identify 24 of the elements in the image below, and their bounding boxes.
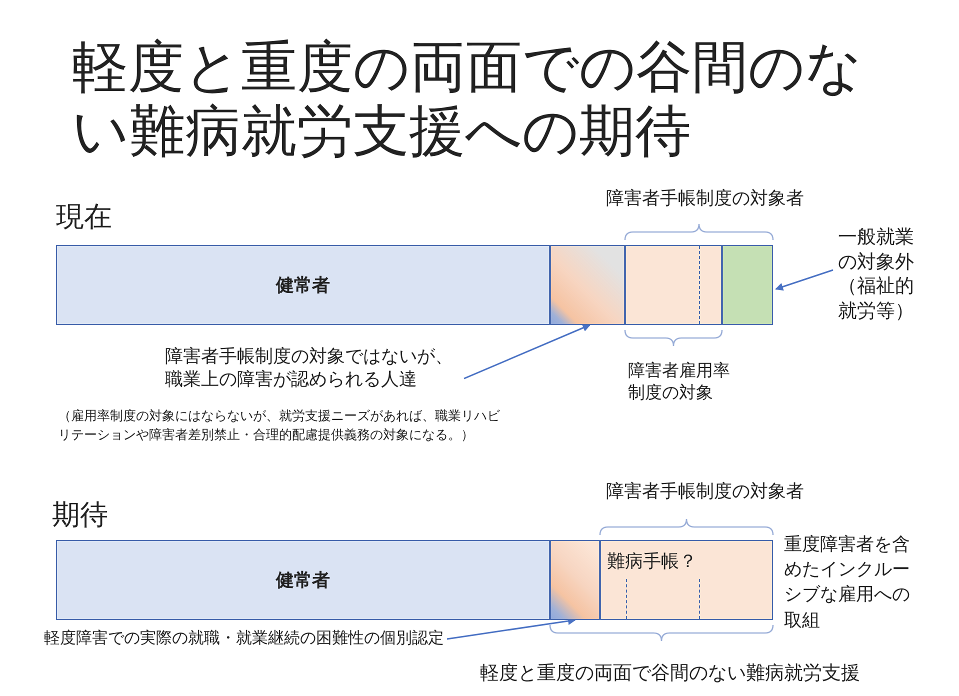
segment-label: 健常者 (274, 274, 331, 297)
brace-label: 障害者手帳制度の対象者 (605, 480, 805, 503)
annotation-text: 障害者手帳制度の対象ではないが、職業上の障害が認められる人達 (165, 345, 461, 393)
brace-label: 障害者手帳制度の対象者 (605, 187, 805, 210)
section-heading: 現在 (56, 199, 112, 235)
title: 軽度と重度の両面での谷間のない難病就労支援への期待 (72, 36, 863, 164)
note-text: （雇用率制度の対象にはならないが、就労支援ニーズがあれば、職業リハビリテーションや障害者差別禁止・合理的配慮提供義務の対象になる。） (58, 408, 501, 445)
brace-label: 軽度と重度の両面で谷間のない難病就労支援 (479, 661, 861, 686)
arrow (775, 269, 834, 291)
bar-segment (722, 245, 773, 325)
bar-segment (600, 540, 773, 620)
bar-segment (56, 540, 550, 620)
gradient-segment (550, 245, 625, 325)
annotation-text: 重度障害者を含めたインクルーシブな雇用への取組 (784, 533, 911, 633)
bar-segment (56, 245, 550, 325)
brace-label: 障害者雇用率制度の対象 (628, 360, 731, 404)
segment-label: 健常者 (274, 569, 331, 592)
annotation-text: 一般就業の対象外（福祉的就労等） (836, 225, 916, 325)
arrow (464, 324, 591, 380)
bar-segment (625, 245, 722, 325)
section-heading: 期待 (52, 497, 108, 533)
annotation-text: 軽度障害での実際の就職・就業継続の困難性の個別認定 (44, 628, 444, 650)
gradient-segment (550, 540, 600, 620)
segment-label: 難病手帳？ (607, 550, 697, 573)
